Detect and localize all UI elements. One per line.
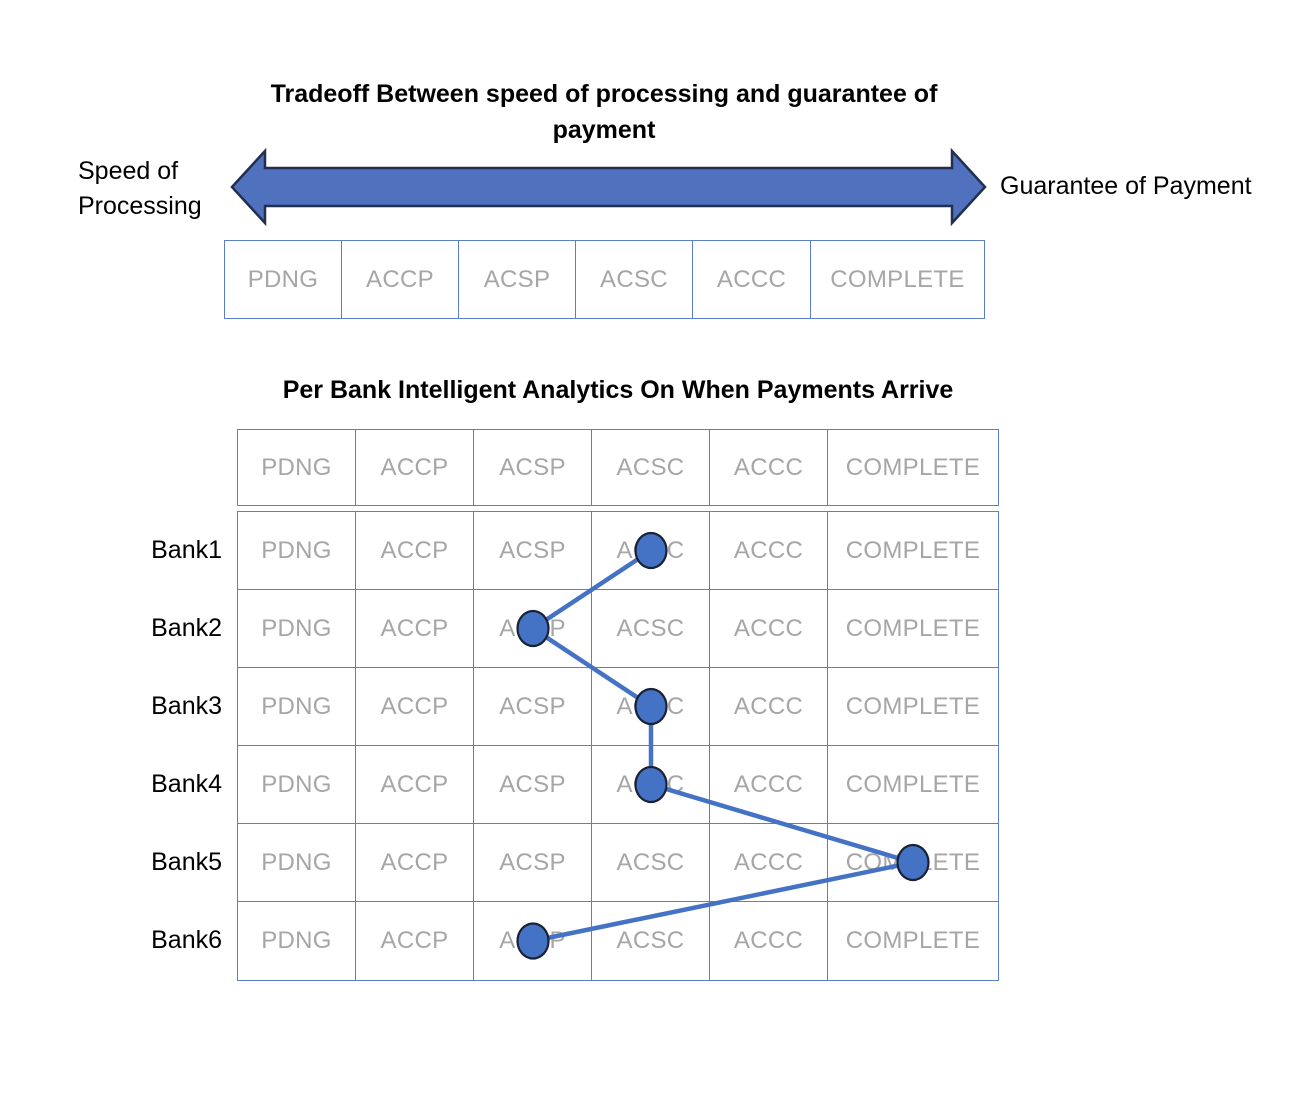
analytics-header-cell: ACSP — [474, 430, 592, 505]
status-cell: ACCC — [710, 824, 828, 901]
status-cell: COMPLETE — [845, 927, 981, 954]
status-cell: ACCC — [710, 512, 828, 589]
analytics-header-cell: PDNG — [238, 430, 356, 505]
guarantee-of-payment-label: Guarantee of Payment — [1000, 172, 1252, 200]
status-cell: ACCP — [356, 512, 474, 589]
arrival-cell: ACSC — [592, 668, 710, 745]
speed-of-processing-label: Speed of Processing — [78, 157, 202, 220]
tradeoff-title: Tradeoff Between speed of processing and… — [270, 80, 938, 144]
status-cell: PDNG — [238, 590, 356, 667]
analytics-header-cell: ACCC — [710, 430, 828, 505]
analytics-header-cell: ACCP — [356, 430, 474, 505]
status-cell: COMPLETE — [845, 614, 981, 642]
arrival-cell: ACSC — [592, 512, 710, 589]
analytics-header-cell: ACSC — [592, 430, 710, 505]
double-headed-arrow-icon — [230, 147, 987, 227]
status-cell: COMPLETE — [830, 265, 965, 293]
status-cell: PDNG — [238, 902, 356, 980]
status-cell: COMPLETE — [845, 692, 981, 720]
arrival-cell: ACSP — [474, 590, 592, 667]
status-cell: ACSP — [459, 241, 576, 318]
analytics-header-cell: COMPLETE — [845, 453, 981, 481]
status-cell: ACSP — [474, 824, 592, 901]
status-cell: ACSC — [592, 902, 710, 980]
status-cell: ACCP — [356, 746, 474, 823]
status-cell: COMPLETE — [845, 770, 981, 798]
status-cell: ACCC — [710, 902, 828, 980]
bank-label: Bank2 — [151, 613, 222, 642]
bank-label: Bank1 — [151, 535, 222, 564]
status-cell: ACCP — [356, 902, 474, 980]
status-cell: ACCC — [710, 668, 828, 745]
bank-label: Bank6 — [151, 925, 222, 954]
status-cell: ACCC — [710, 590, 828, 667]
status-cell: ACSP — [474, 746, 592, 823]
status-cell: ACCP — [356, 824, 474, 901]
status-cell: ACSC — [592, 824, 710, 901]
bank-label: Bank5 — [151, 847, 222, 876]
bank-label: Bank4 — [151, 769, 222, 798]
arrival-cell: COMPLETE — [845, 848, 981, 876]
status-cell: PDNG — [238, 668, 356, 745]
analytics-title: Per Bank Intelligent Analytics On When P… — [282, 376, 954, 404]
status-cell: ACSC — [576, 241, 693, 318]
arrival-cell: ACSP — [474, 902, 592, 980]
status-cell: ACCP — [342, 241, 459, 318]
status-cell: ACCP — [356, 668, 474, 745]
status-cell: PDNG — [238, 512, 356, 589]
status-cell: COMPLETE — [845, 536, 981, 564]
status-cell: ACCP — [356, 590, 474, 667]
status-cell: ACSP — [474, 512, 592, 589]
bank-label: Bank3 — [151, 691, 222, 720]
arrival-cell: ACSC — [592, 746, 710, 823]
status-cell: ACSP — [474, 668, 592, 745]
status-cell: PDNG — [238, 824, 356, 901]
status-cell: PDNG — [225, 241, 342, 318]
status-cell: ACCC — [710, 746, 828, 823]
status-cell: PDNG — [238, 746, 356, 823]
status-cell: ACCC — [693, 241, 811, 318]
status-cell: ACSC — [592, 590, 710, 667]
